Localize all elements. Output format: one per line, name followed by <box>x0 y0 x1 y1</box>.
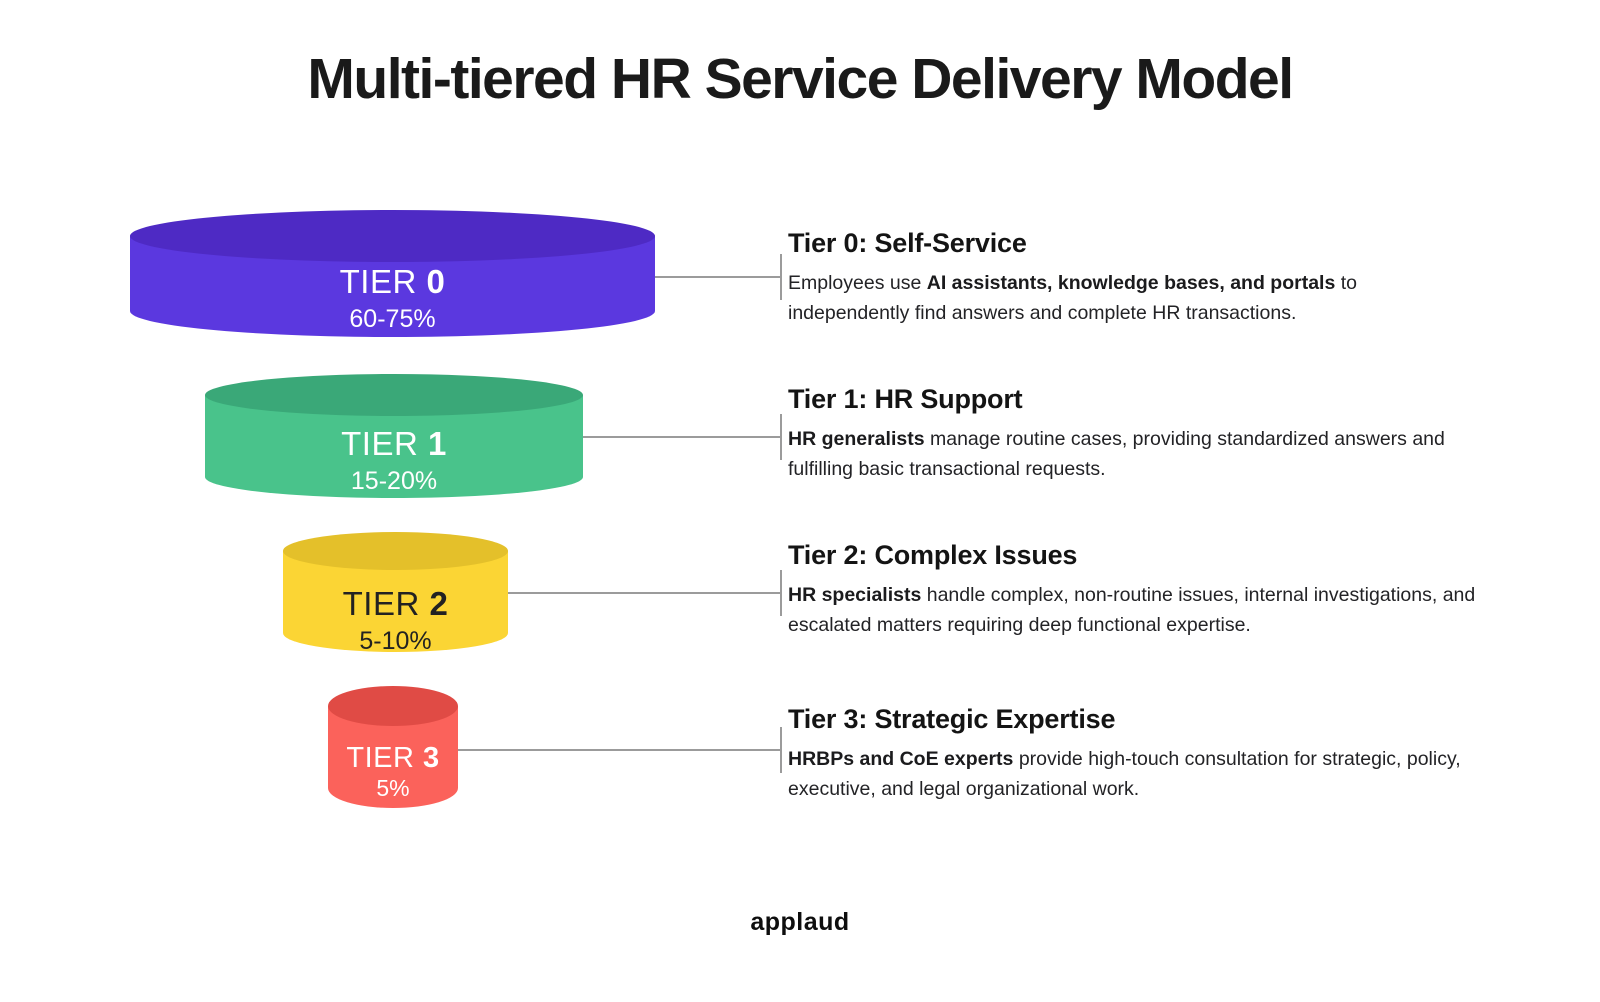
tier-description: HR generalists manage routine cases, pro… <box>788 428 1445 480</box>
tier-heading-name: Self-Service <box>874 228 1027 258</box>
tier-label-number: 1 <box>427 425 447 462</box>
cylinder-top-face <box>328 686 458 726</box>
tier-percent: 60-75% <box>349 304 436 333</box>
applaud-logo: applaud <box>750 908 850 936</box>
tier-description: HR specialists handle complex, non-routi… <box>788 584 1476 636</box>
cylinder-label: TIER 3 5% <box>328 742 458 803</box>
cylinder-top-face <box>130 210 655 262</box>
tier-heading-name: Complex Issues <box>874 540 1078 570</box>
tier-heading: Tier 0: Self-Service <box>788 228 1408 259</box>
connector-tick <box>780 254 782 300</box>
cylinder-label: TIER 2 5-10% <box>283 585 508 656</box>
tier-label-prefix: TIER <box>342 585 420 622</box>
connector-tick <box>780 414 782 460</box>
tier-label-number: 3 <box>422 742 440 774</box>
cylinder-label: TIER 0 60-75% <box>130 263 655 334</box>
tier-2-description-block: Tier 2: Complex Issues HR specialists ha… <box>788 540 1488 640</box>
page-title: Multi-tiered HR Service Delivery Model <box>307 47 1294 111</box>
tier-label-prefix: TIER <box>341 425 419 462</box>
tier-0-description-block: Tier 0: Self-Service Employees use AI as… <box>788 228 1408 328</box>
tier-description: Employees use AI assistants, knowledge b… <box>788 272 1357 324</box>
tier-description: HRBPs and CoE experts provide high-touch… <box>788 748 1461 800</box>
tier-label: TIER 1 <box>205 425 583 463</box>
cylinder-top-face <box>205 374 583 416</box>
tier-heading-prefix: Tier 1: <box>788 384 875 414</box>
tier-percent: 5-10% <box>359 626 432 655</box>
tier-heading: Tier 2: Complex Issues <box>788 540 1488 571</box>
tier-percent: 5% <box>376 775 410 802</box>
tier-label-number: 2 <box>429 585 449 622</box>
tier-label-prefix: TIER <box>339 263 417 300</box>
connector-line <box>500 592 781 594</box>
tier-3-cylinder: TIER 3 5% <box>328 686 458 808</box>
tier-heading-name: HR Support <box>874 384 1023 414</box>
tier-heading: Tier 1: HR Support <box>788 384 1468 415</box>
tier-heading-prefix: Tier 3: <box>788 704 875 734</box>
tier-label: TIER 2 <box>283 585 508 623</box>
tier-heading-prefix: Tier 0: <box>788 228 875 258</box>
tier-percent: 15-20% <box>350 466 438 495</box>
tier-1-cylinder: TIER 1 15-20% <box>205 374 583 498</box>
connector-line <box>645 276 781 278</box>
cylinder-label: TIER 1 15-20% <box>205 425 583 496</box>
tier-label-number: 0 <box>426 263 446 300</box>
tier-label: TIER 0 <box>130 263 655 301</box>
tier-heading: Tier 3: Strategic Expertise <box>788 704 1468 735</box>
tier-label-prefix: TIER <box>346 742 415 774</box>
connector-line <box>575 436 781 438</box>
tier-0-cylinder: TIER 0 60-75% <box>130 210 655 337</box>
cylinder-top-face <box>283 532 508 570</box>
connector-tick <box>780 570 782 616</box>
tier-3-description-block: Tier 3: Strategic Expertise HRBPs and Co… <box>788 704 1468 804</box>
connector-line <box>450 749 781 751</box>
connector-tick <box>780 727 782 773</box>
tier-label: TIER 3 <box>328 742 458 774</box>
tier-heading-name: Strategic Expertise <box>874 704 1116 734</box>
tier-heading-prefix: Tier 2: <box>788 540 875 570</box>
tier-1-description-block: Tier 1: HR Support HR generalists manage… <box>788 384 1468 484</box>
tier-2-cylinder: TIER 2 5-10% <box>283 532 508 655</box>
